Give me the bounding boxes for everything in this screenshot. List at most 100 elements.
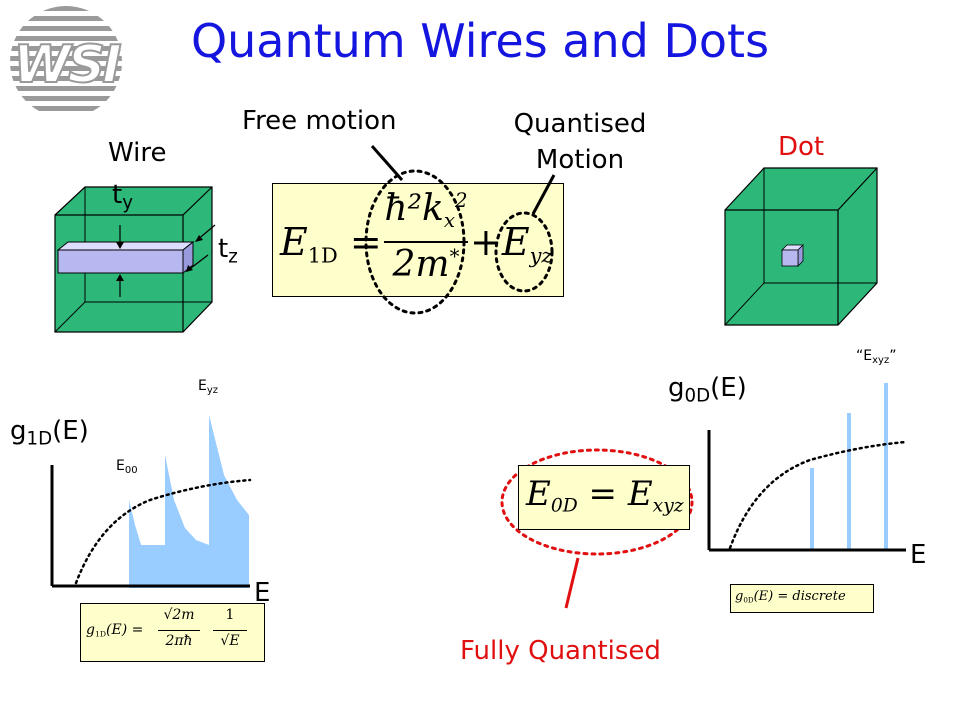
equation-1d-lhs: E1D =: [280, 220, 382, 267]
e0d-lhs: E: [526, 474, 551, 514]
e00-label: E00: [116, 458, 138, 476]
dos-0d-ylabel-tail: (E): [710, 373, 747, 403]
eyz-base: E: [198, 378, 207, 394]
dos-1d-bulk-curve: [74, 478, 252, 585]
dos-1d-xlabel: E: [254, 578, 271, 608]
dot-cube-back-diag: [724, 282, 765, 326]
dos-0d-bulk-curve: [728, 440, 908, 550]
tz-arrowhead-top: [195, 235, 203, 242]
exyz-open: “: [856, 348, 864, 364]
dos-1d-ylabel-base: g: [10, 416, 27, 446]
dos-0d-level-1: [810, 468, 814, 550]
g0d-formula: g0D(E) = discrete: [735, 589, 846, 605]
e1d-denominator: 2m*: [384, 244, 468, 285]
g1d-formula-box: [80, 603, 265, 662]
wsi-logo: WSI: [10, 6, 125, 111]
e00-base: E: [116, 458, 125, 474]
e1d-fraction-bar: [384, 241, 468, 243]
ty-base: t: [112, 180, 123, 210]
dos-1d-ylabel-sub: 1D: [26, 428, 53, 450]
dos-0d-ylabel-sub: 0D: [684, 385, 711, 407]
g1d-num1: √2m: [163, 607, 195, 623]
e1d-symbol: E: [280, 220, 308, 264]
e1d-num-text: ħ²k: [384, 188, 444, 229]
exyz-close: ”: [889, 348, 897, 364]
wire-label: Wire: [108, 138, 167, 168]
e1d-num-sub: x: [443, 208, 455, 232]
wire-cube: [54, 186, 216, 333]
fully-quantised-pointer: [564, 557, 580, 609]
dot-cube: [724, 167, 878, 326]
e00-sub: 00: [124, 465, 138, 476]
g0d-formula-box: [730, 584, 874, 613]
tz-base: t: [218, 234, 229, 264]
e1d-rhs-symbol: E: [501, 220, 530, 264]
dos-1d-subband-3: [209, 415, 249, 545]
exyz-sub: xyz: [872, 355, 890, 366]
quantum-dot-front: [781, 249, 799, 267]
g1d-bar1: [158, 630, 200, 631]
e1d-den-sup: *: [449, 245, 460, 268]
quantised-motion-pointer: [531, 174, 556, 215]
tz-sub: z: [228, 246, 238, 268]
equation-1d-box: [272, 183, 564, 297]
dos-0d-level-3: [884, 383, 888, 550]
e0d-lhs-sub: 0D: [550, 495, 578, 517]
quantised-motion-label: Quantised Motion: [500, 106, 660, 178]
g1d-formula-lhs: g1D(E) =: [86, 622, 143, 639]
dos-0d-ylabel-base: g: [668, 373, 685, 403]
e1d-numerator: ħ²kx2: [384, 188, 468, 232]
ty-arrowhead-top: [116, 242, 124, 249]
free-motion-pointer: [370, 145, 404, 181]
dos-1d-ylabel: g1D(E): [10, 416, 89, 449]
g1d-den1: 2πħ: [165, 633, 193, 649]
e1d-den-text: 2m: [392, 244, 450, 285]
tz-arrowhead-bottom: [186, 265, 193, 272]
dos-1d-base: [129, 545, 249, 588]
equation-0d: E0D = Exyz: [526, 474, 684, 517]
e0d-equals: =: [588, 474, 618, 514]
e1d-rhs-sub: yz: [529, 243, 553, 268]
wire-cube-back-diag: [54, 301, 86, 333]
dos-1d-ylabel-tail: (E): [52, 416, 89, 446]
e0d-rhs: E: [627, 474, 653, 514]
wire-bar-front: [57, 249, 184, 274]
exyz-base: E: [863, 348, 873, 364]
g0d-formula-rest: (E) = discrete: [753, 589, 846, 604]
g0d-formula-sub: 0D: [743, 595, 754, 605]
g1d-bar2: [213, 630, 247, 631]
fully-quantised-label: Fully Quantised: [460, 636, 661, 666]
dos-0d-ylabel: g0D(E): [668, 373, 747, 406]
logo-text: WSI: [13, 35, 121, 95]
eyz-sub: yz: [206, 385, 219, 396]
tz-label: tz: [218, 234, 238, 267]
logo-stripes: [10, 6, 122, 111]
free-motion-label: Free motion: [242, 106, 397, 136]
eyz-label: Eyz: [198, 378, 218, 396]
e0d-rhs-sub: xyz: [652, 495, 684, 517]
g1d-formula-arg: (E) =: [106, 622, 144, 638]
ty-sub: y: [122, 192, 133, 214]
dos-0d-level-2: [847, 413, 851, 550]
g1d-formula-sub: 1D: [94, 629, 107, 639]
g1d-den2: √E: [220, 633, 240, 649]
ty-label: ty: [112, 180, 133, 213]
fully-quantised-circle: [500, 448, 694, 556]
dot-label: Dot: [778, 132, 825, 162]
e1d-sub: 1D: [307, 243, 338, 268]
g0d-formula-g: g: [735, 589, 744, 604]
quantised-motion-line2: Motion: [535, 145, 625, 175]
ty-arrowhead-bottom: [116, 274, 124, 281]
g1d-num2: 1: [225, 607, 235, 623]
free-motion-circle: [364, 169, 466, 315]
g1d-formula-g: g: [86, 622, 95, 638]
slide-title: Quantum Wires and Dots: [190, 14, 770, 68]
quantised-motion-circle: [494, 211, 554, 293]
equation-0d-box: [518, 465, 690, 530]
exyz-label: “Exyz”: [856, 348, 896, 366]
quantised-motion-line1: Quantised: [513, 109, 647, 139]
dos-0d-xlabel: E: [910, 540, 927, 570]
